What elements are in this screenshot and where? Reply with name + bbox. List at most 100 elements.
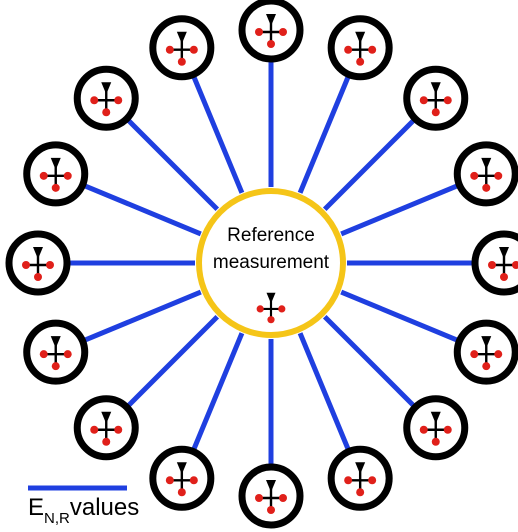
reference-label-line2: measurement	[212, 252, 330, 273]
arrow-marker	[481, 157, 492, 170]
red-dot	[267, 316, 275, 324]
arrow-marker	[481, 336, 492, 349]
spoke-line	[322, 314, 416, 408]
measurement-node	[453, 319, 518, 385]
measurement-node	[5, 230, 71, 296]
legend-subscript: N,R	[44, 510, 70, 527]
crosshair-target-icon	[39, 336, 72, 371]
measurement-node	[149, 445, 215, 511]
arrow-marker	[355, 31, 366, 44]
spoke-line	[126, 118, 220, 212]
measurement-node	[73, 395, 139, 461]
red-dot	[278, 305, 286, 313]
legend-suffix: values	[69, 494, 140, 521]
red-dot	[63, 350, 72, 359]
red-dot	[90, 425, 99, 434]
red-dot	[267, 40, 275, 48]
red-dot	[482, 183, 491, 192]
red-dot	[443, 425, 452, 434]
arrow-marker	[266, 14, 276, 26]
spoke-line	[322, 118, 416, 212]
red-dot	[189, 476, 198, 485]
spoke-line	[83, 183, 202, 237]
spoke-line	[297, 332, 351, 451]
red-dot	[470, 171, 479, 180]
red-dot	[165, 476, 174, 485]
red-dot	[51, 183, 60, 192]
measurement-node	[149, 15, 215, 81]
spoke-line	[340, 183, 459, 237]
arrow-marker	[50, 157, 61, 170]
measurement-node	[238, 0, 304, 63]
crosshair-target-icon	[470, 157, 503, 192]
node-ring	[471, 230, 518, 296]
red-dot	[488, 261, 496, 269]
arrow-marker	[101, 82, 112, 95]
crosshair-target-icon	[39, 157, 72, 192]
spoke-line	[83, 289, 202, 343]
arrow-marker	[50, 336, 61, 349]
arrow-marker	[430, 82, 441, 95]
red-dot	[114, 96, 123, 105]
red-dot	[419, 96, 428, 105]
reference-measurement-label: Reference measurement	[196, 222, 346, 276]
red-dot	[500, 273, 508, 281]
crosshair-target-icon	[90, 411, 123, 446]
red-dot	[102, 108, 111, 117]
crosshair-target-icon	[344, 462, 377, 497]
reference-ring	[196, 188, 346, 338]
crosshair-target-icon	[255, 480, 287, 514]
spoke-line	[126, 314, 220, 408]
red-dot	[431, 108, 440, 117]
red-dot	[255, 28, 263, 36]
crosshair-target-icon	[165, 31, 198, 66]
red-dot	[189, 45, 198, 54]
red-dot	[344, 476, 353, 485]
red-dot	[51, 362, 60, 371]
red-dot	[177, 488, 186, 497]
crosshair-target-icon	[255, 14, 287, 48]
measurement-node	[327, 445, 393, 511]
spoke-line	[340, 289, 459, 343]
red-dot	[368, 476, 377, 485]
measurement-node	[471, 230, 518, 296]
spoke-line	[297, 75, 351, 194]
red-dot	[63, 171, 72, 180]
legend-prefix: E	[28, 494, 45, 521]
crosshair-target-icon	[419, 411, 452, 446]
red-dot	[443, 96, 452, 105]
red-dot	[114, 425, 123, 434]
red-dot	[494, 350, 503, 359]
red-dot	[356, 488, 365, 497]
red-dot	[279, 28, 287, 36]
arrow-marker	[499, 247, 509, 259]
crosshair-target-icon	[90, 82, 123, 117]
red-dot	[165, 45, 174, 54]
arrow-marker	[176, 31, 187, 44]
red-dot	[344, 45, 353, 54]
arrow-marker	[355, 462, 366, 475]
arrow-marker	[101, 411, 112, 424]
crosshair-target-icon	[419, 82, 452, 117]
measurement-node	[403, 395, 469, 461]
red-dot	[419, 425, 428, 434]
red-dot	[177, 57, 186, 66]
measurement-node	[238, 463, 304, 529]
red-dot	[102, 437, 111, 446]
measurement-node	[23, 141, 89, 207]
red-dot	[494, 171, 503, 180]
red-dot	[34, 273, 42, 281]
measurement-node	[73, 65, 139, 131]
measurement-node	[23, 319, 89, 385]
red-dot	[90, 96, 99, 105]
arrow-marker	[176, 462, 187, 475]
reference-hub	[196, 188, 346, 338]
red-dot	[22, 261, 30, 269]
arrow-marker	[266, 292, 276, 304]
red-dot	[255, 494, 263, 502]
arrow-marker	[430, 411, 441, 424]
red-dot	[368, 45, 377, 54]
red-dot	[356, 57, 365, 66]
